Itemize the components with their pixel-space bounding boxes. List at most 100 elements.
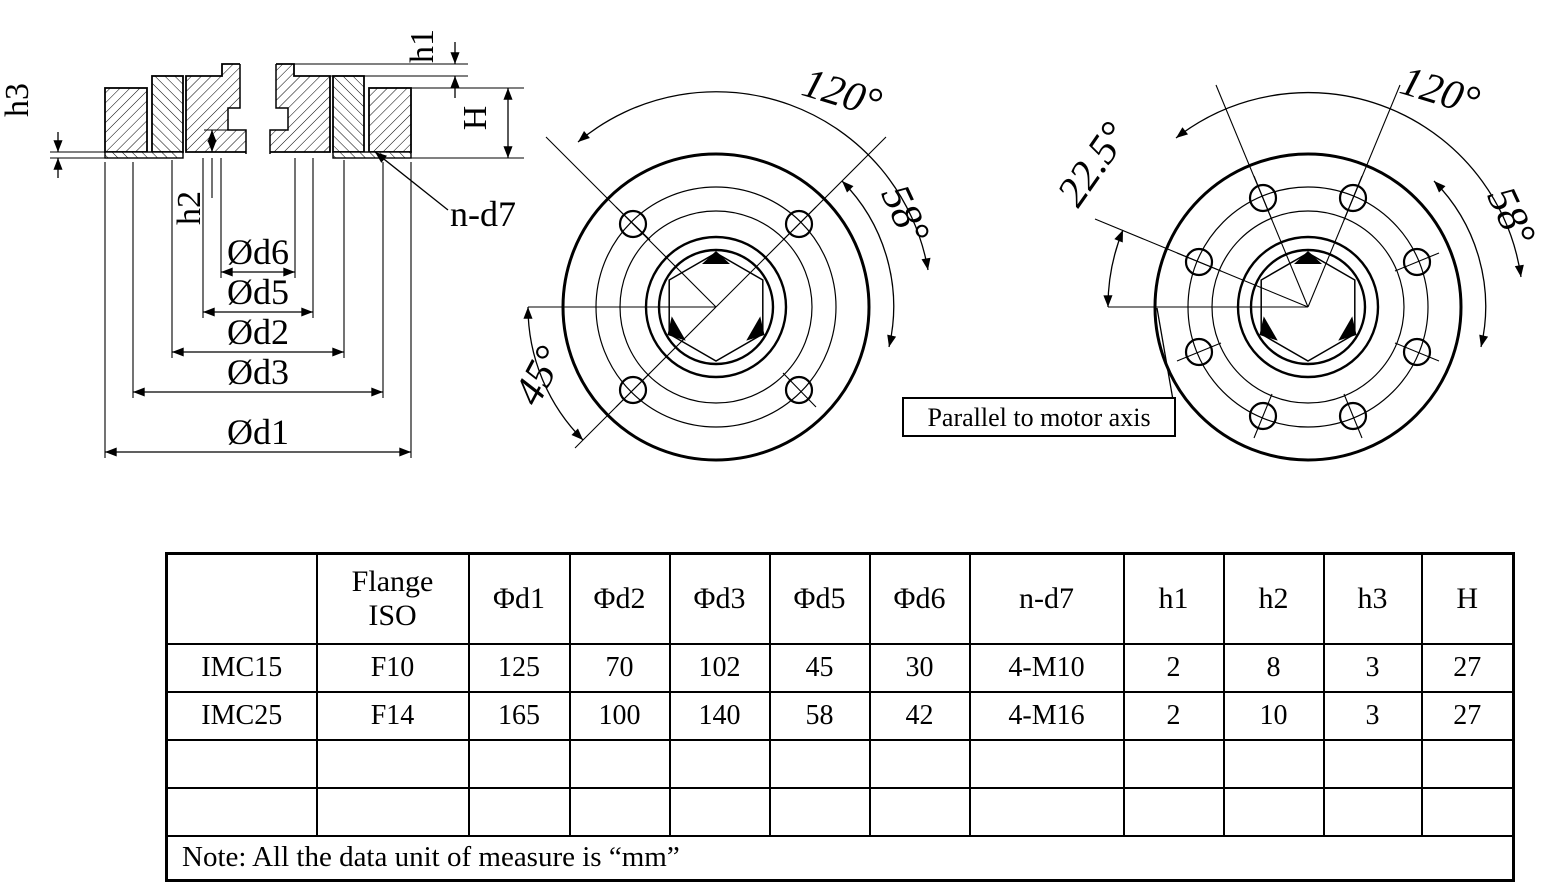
cell bbox=[1322, 787, 1423, 837]
header-flange-iso: Flange ISO bbox=[315, 552, 470, 645]
cell bbox=[868, 787, 971, 837]
parallel-note-callout: Parallel to motor axis bbox=[902, 307, 1176, 437]
cell: 4-M16 bbox=[968, 691, 1125, 741]
front-flange-view: 120° 58° 45° bbox=[505, 60, 938, 462]
cell bbox=[768, 739, 871, 789]
dim-label-d6: Ød6 bbox=[227, 232, 289, 272]
table-header-row: Flange ISO Φd1 Φd2 Φd3 Φd5 Φd6 n-d7 h1 h… bbox=[165, 552, 1515, 645]
cell bbox=[1222, 787, 1325, 837]
cell: 27 bbox=[1420, 643, 1515, 693]
cell: 27 bbox=[1420, 691, 1515, 741]
cell: 125 bbox=[467, 643, 571, 693]
front-arc-58 bbox=[841, 180, 897, 348]
cell bbox=[1322, 739, 1423, 789]
cell bbox=[165, 787, 318, 837]
cell: F14 bbox=[315, 691, 470, 741]
cell: 100 bbox=[568, 691, 671, 741]
section-lip-right bbox=[332, 151, 412, 159]
dim-label-n-d7: n-d7 bbox=[450, 194, 516, 234]
dim-label-d1: Ød1 bbox=[227, 412, 289, 452]
dim-label-H: H bbox=[457, 106, 494, 131]
header-d5: Φd5 bbox=[768, 552, 871, 645]
cell: 70 bbox=[568, 643, 671, 693]
cell: 8 bbox=[1222, 643, 1325, 693]
cell bbox=[568, 739, 671, 789]
cell: 4-M10 bbox=[968, 643, 1125, 693]
header-d6: Φd6 bbox=[868, 552, 971, 645]
dim-label-d2: Ød2 bbox=[227, 312, 289, 352]
angle-label-45-front: 45° bbox=[505, 339, 573, 413]
header-model bbox=[165, 552, 318, 645]
cell: 102 bbox=[668, 643, 771, 693]
cell bbox=[668, 739, 771, 789]
cell bbox=[165, 739, 318, 789]
cell: 3 bbox=[1322, 643, 1423, 693]
section-extension-lines bbox=[104, 158, 412, 458]
cell: 45 bbox=[768, 643, 871, 693]
front-arc-120 bbox=[577, 91, 931, 271]
header-H: H bbox=[1420, 552, 1515, 645]
dim-label-h1: h1 bbox=[404, 29, 441, 63]
header-h2: h2 bbox=[1222, 552, 1325, 645]
section-inner-right bbox=[332, 75, 365, 153]
front-angle-lines bbox=[528, 136, 887, 449]
cell bbox=[568, 787, 671, 837]
cell bbox=[315, 787, 470, 837]
angle-label-58-rotated: 58° bbox=[1478, 180, 1545, 253]
angle-label-120-front: 120° bbox=[797, 60, 887, 127]
cell bbox=[668, 787, 771, 837]
cell bbox=[1122, 787, 1225, 837]
header-d3: Φd3 bbox=[668, 552, 771, 645]
parallel-note-text: Parallel to motor axis bbox=[927, 403, 1150, 432]
header-d2: Φd2 bbox=[568, 552, 671, 645]
dim-label-d3: Ød3 bbox=[227, 352, 289, 392]
cell: 2 bbox=[1122, 691, 1225, 741]
cell bbox=[868, 739, 971, 789]
rotated-arc-22-5 bbox=[1103, 229, 1124, 308]
cell: F10 bbox=[315, 643, 470, 693]
rotated-arc-120 bbox=[1175, 91, 1524, 278]
table-row-empty-2 bbox=[165, 787, 1515, 837]
table-note: Note: All the data unit of measure is “m… bbox=[165, 835, 1515, 882]
cell: 42 bbox=[868, 691, 971, 741]
cell: IMC25 bbox=[165, 691, 318, 741]
front-arc-45 bbox=[523, 306, 584, 441]
cell bbox=[968, 739, 1125, 789]
angle-label-22-5-rotated: 22.5° bbox=[1049, 114, 1139, 215]
cell: IMC15 bbox=[165, 643, 318, 693]
header-h3: h3 bbox=[1322, 552, 1423, 645]
technical-drawing: Ød6 Ød5 Ød2 Ød3 Ød1 h3 h1 H h2 n-d7 bbox=[0, 29, 1545, 462]
cell bbox=[1420, 739, 1515, 789]
cell: 2 bbox=[1122, 643, 1225, 693]
cell: 165 bbox=[467, 691, 571, 741]
cell bbox=[1222, 739, 1325, 789]
section-view: Ød6 Ød5 Ød2 Ød3 Ød1 h3 h1 H h2 n-d7 bbox=[0, 29, 524, 458]
cell: 58 bbox=[768, 691, 871, 741]
section-dimension-lines bbox=[105, 267, 411, 457]
cell: 30 bbox=[868, 643, 971, 693]
cell bbox=[467, 739, 571, 789]
dim-label-h2: h2 bbox=[171, 191, 208, 225]
table-row-imc15: IMC15 F10 125 70 102 45 30 4-M10 2 8 3 2… bbox=[165, 643, 1515, 693]
rotated-arc-58 bbox=[1433, 180, 1489, 348]
cell bbox=[315, 739, 470, 789]
section-outer-left bbox=[104, 87, 148, 153]
section-lip-left bbox=[104, 151, 184, 159]
cell: 3 bbox=[1322, 691, 1423, 741]
cell: 140 bbox=[668, 691, 771, 741]
dim-label-h3: h3 bbox=[0, 83, 36, 117]
dimension-table: Flange ISO Φd1 Φd2 Φd3 Φd5 Φd6 n-d7 h1 h… bbox=[165, 552, 1515, 882]
cell: 10 bbox=[1222, 691, 1325, 741]
section-inner-left bbox=[151, 75, 184, 153]
cell bbox=[768, 787, 871, 837]
table-row-imc25: IMC25 F14 165 100 140 58 42 4-M16 2 10 3… bbox=[165, 691, 1515, 741]
section-outer-right bbox=[368, 87, 412, 153]
cell bbox=[968, 787, 1125, 837]
header-d1: Φd1 bbox=[467, 552, 571, 645]
table-note-row: Note: All the data unit of measure is “m… bbox=[165, 835, 1515, 882]
table-row-empty-1 bbox=[165, 739, 1515, 789]
header-n-d7: n-d7 bbox=[968, 552, 1125, 645]
cell bbox=[1122, 739, 1225, 789]
angle-label-120-rotated: 120° bbox=[1395, 58, 1485, 125]
dim-label-d5: Ød5 bbox=[227, 272, 289, 312]
